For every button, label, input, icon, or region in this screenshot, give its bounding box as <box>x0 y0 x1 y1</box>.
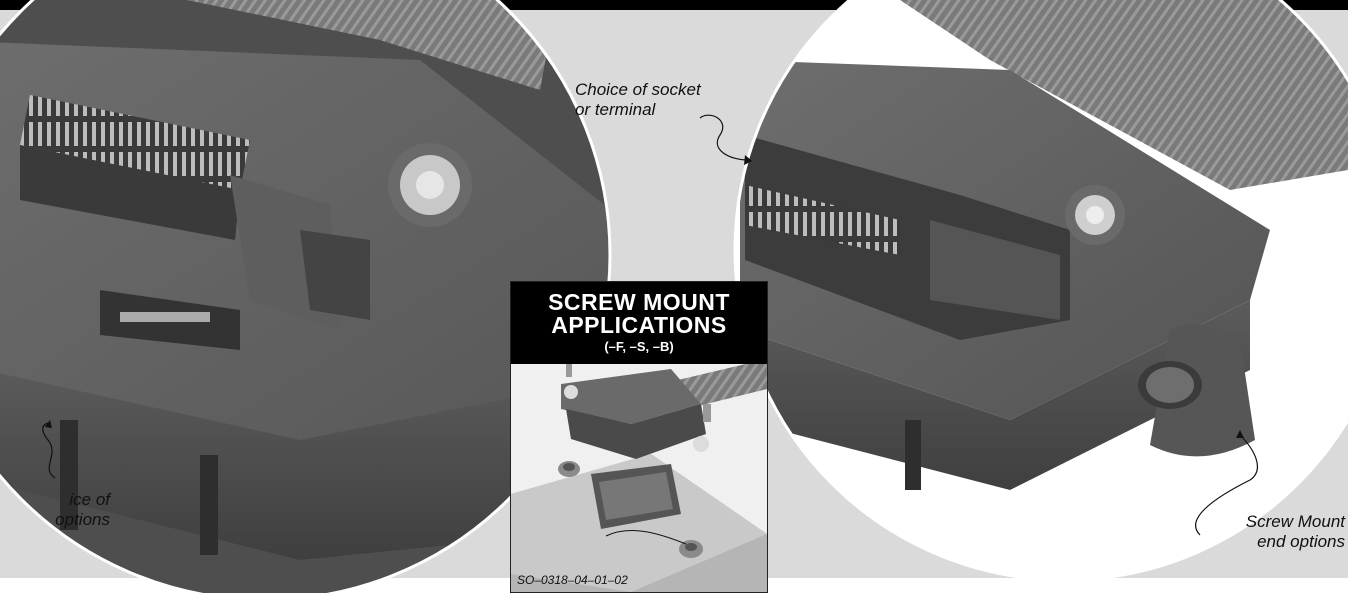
inset-title-line2: APPLICATIONS <box>551 312 727 338</box>
socket-callout-line1: Choice of socket <box>575 80 701 99</box>
inset-header: SCREW MOUNT APPLICATIONS (–F, –S, –B) <box>511 282 767 364</box>
screw-callout-line2: end options <box>1257 532 1345 551</box>
part-number: SO–0318–04–01–02 <box>517 573 628 587</box>
socket-callout: Choice of socket or terminal <box>575 80 775 120</box>
left-callout: ice of options <box>0 490 110 530</box>
screw-mount-inset: SCREW MOUNT APPLICATIONS (–F, –S, –B) SO… <box>510 281 768 593</box>
inset-assembly-illustration <box>511 364 767 592</box>
right-magnified-view <box>735 0 1348 580</box>
inset-subtitle: (–F, –S, –B) <box>604 339 674 354</box>
inset-title-line1: SCREW MOUNT <box>548 289 730 315</box>
top-black-band <box>0 0 1348 10</box>
screw-mount-callout: Screw Mount end options <box>1205 512 1345 552</box>
socket-callout-line2: or terminal <box>575 100 656 119</box>
left-callout-line1: ice of <box>69 490 110 509</box>
left-callout-line2: options <box>55 510 110 529</box>
screw-callout-line1: Screw Mount <box>1245 512 1345 531</box>
